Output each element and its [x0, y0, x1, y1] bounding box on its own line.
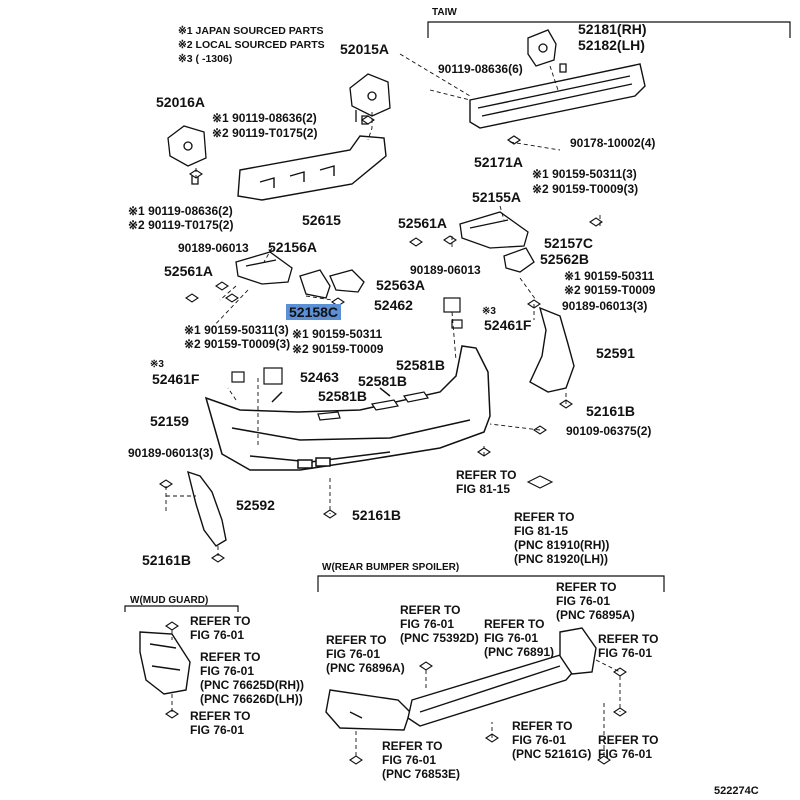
part-52015a[interactable]: 52015A	[340, 41, 390, 57]
spoiler-section-bracket	[317, 575, 665, 592]
splash-guard-52591	[529, 306, 575, 393]
part-52161b-right[interactable]: 52161B	[586, 403, 636, 419]
part-52016a[interactable]: 52016A	[156, 94, 206, 110]
legend-local-sourced: ※2 LOCAL SOURCED PARTS	[178, 39, 325, 51]
beam-clip	[506, 135, 522, 145]
legend-date-range: ※3 ( -1306)	[178, 53, 233, 65]
part-52155a[interactable]: 52155A	[472, 189, 522, 205]
mud-guard-section-bracket	[124, 605, 239, 612]
part-52562b[interactable]: 52562B	[540, 251, 590, 267]
part-90189-06013-3-right[interactable]: 90189-06013(3)	[562, 299, 648, 313]
part-90119-08636-2-lower[interactable]: ※1 90119-08636(2)	[128, 204, 233, 218]
part-52561a-right[interactable]: 52561A	[398, 215, 448, 231]
part-90159-t0009-center[interactable]: ※2 90159-T0009	[292, 342, 384, 356]
part-90119-t0175-2-lower[interactable]: ※2 90119-T0175(2)	[128, 218, 234, 232]
part-90159-t0009-3-left[interactable]: ※2 90159-T0009(3)	[184, 337, 291, 351]
part-90189-06013-left[interactable]: 90189-06013	[178, 241, 249, 255]
part-90159-50311-rr[interactable]: ※1 90159-50311	[564, 269, 655, 283]
part-90189-06013-3-left[interactable]: 90189-06013(3)	[128, 446, 214, 460]
section-mud-guard: W(MUD GUARD)	[130, 595, 209, 606]
part-52462[interactable]: 52462	[374, 297, 413, 313]
part-52156a[interactable]: 52156A	[268, 239, 318, 255]
retainer-52156a	[235, 251, 293, 285]
part-52182[interactable]: 52182(LH)	[578, 37, 645, 53]
part-52157c[interactable]: 52157C	[544, 235, 594, 251]
part-90159-50311-center[interactable]: ※1 90159-50311	[292, 327, 383, 341]
reinforcement-beam	[469, 63, 646, 129]
splash-guard-52592	[187, 470, 227, 547]
part-90119-08636-2-upper[interactable]: ※1 90119-08636(2)	[212, 111, 317, 125]
catalog-number: 522274C	[714, 785, 759, 797]
part-52563a[interactable]: 52563A	[376, 277, 426, 293]
part-52159[interactable]: 52159	[150, 413, 189, 429]
reflectors-52581b	[317, 391, 429, 421]
part-52461f-left[interactable]: 52461F	[152, 371, 200, 387]
part-52463[interactable]: 52463	[300, 369, 339, 385]
part-90159-50311-3-left[interactable]: ※1 90159-50311(3)	[184, 323, 289, 337]
part-90189-06013-right[interactable]: 90189-06013	[410, 263, 481, 277]
part-52461f-right-note: ※3	[482, 306, 496, 317]
section-taiw: TAIW	[432, 7, 457, 18]
part-52171a[interactable]: 52171A	[474, 154, 524, 170]
section-rear-spoiler: W(REAR BUMPER SPOILER)	[322, 562, 460, 573]
part-52615[interactable]: 52615	[302, 212, 341, 228]
part-52581b-lower[interactable]: 52581B	[318, 388, 368, 404]
legend-japan-sourced: ※1 JAPAN SOURCED PARTS	[178, 25, 324, 37]
part-90119-t0175-2-upper[interactable]: ※2 90119-T0175(2)	[212, 126, 318, 140]
rear-spoiler-drawing	[325, 627, 597, 731]
retainer-52562b	[503, 247, 535, 273]
part-90159-t0009-rr[interactable]: ※2 90159-T0009	[564, 283, 656, 297]
part-52561a-left[interactable]: 52561A	[164, 263, 214, 279]
part-52461f-left-note: ※3	[150, 359, 164, 370]
part-52181[interactable]: 52181(RH)	[578, 21, 647, 37]
beam-bracket	[527, 29, 567, 73]
retainer-52157c	[459, 211, 529, 249]
energy-absorber-52615	[237, 135, 387, 201]
part-90109-06375[interactable]: 90109-06375(2)	[566, 424, 652, 438]
part-52161b-center[interactable]: 52161B	[352, 507, 402, 523]
fasteners	[159, 115, 603, 563]
part-90159-50311-3-right[interactable]: ※1 90159-50311(3)	[532, 167, 637, 181]
part-52592[interactable]: 52592	[236, 497, 275, 513]
bracket-52015a	[349, 73, 391, 125]
retainer-52563a	[329, 269, 365, 293]
pads	[231, 297, 463, 385]
part-90178-10002[interactable]: 90178-10002(4)	[570, 136, 656, 150]
retainer-52158c	[299, 269, 331, 299]
part-52591[interactable]: 52591	[596, 345, 635, 361]
part-90159-t0009-3-right[interactable]: ※2 90159-T0009(3)	[532, 182, 639, 196]
part-52581b-middle[interactable]: 52581B	[358, 373, 408, 389]
mud-guard-drawing	[139, 631, 191, 695]
part-52158c-highlighted[interactable]: 52158C	[286, 304, 342, 320]
bumper-cover-52159	[204, 345, 491, 471]
part-90119-08636-6[interactable]: 90119-08636(6)	[438, 62, 523, 76]
part-52461f-right[interactable]: 52461F	[484, 317, 532, 333]
part-52161b-left[interactable]: 52161B	[142, 552, 192, 568]
taiw-section-bracket	[427, 21, 791, 38]
part-52581b-upper[interactable]: 52581B	[396, 357, 446, 373]
